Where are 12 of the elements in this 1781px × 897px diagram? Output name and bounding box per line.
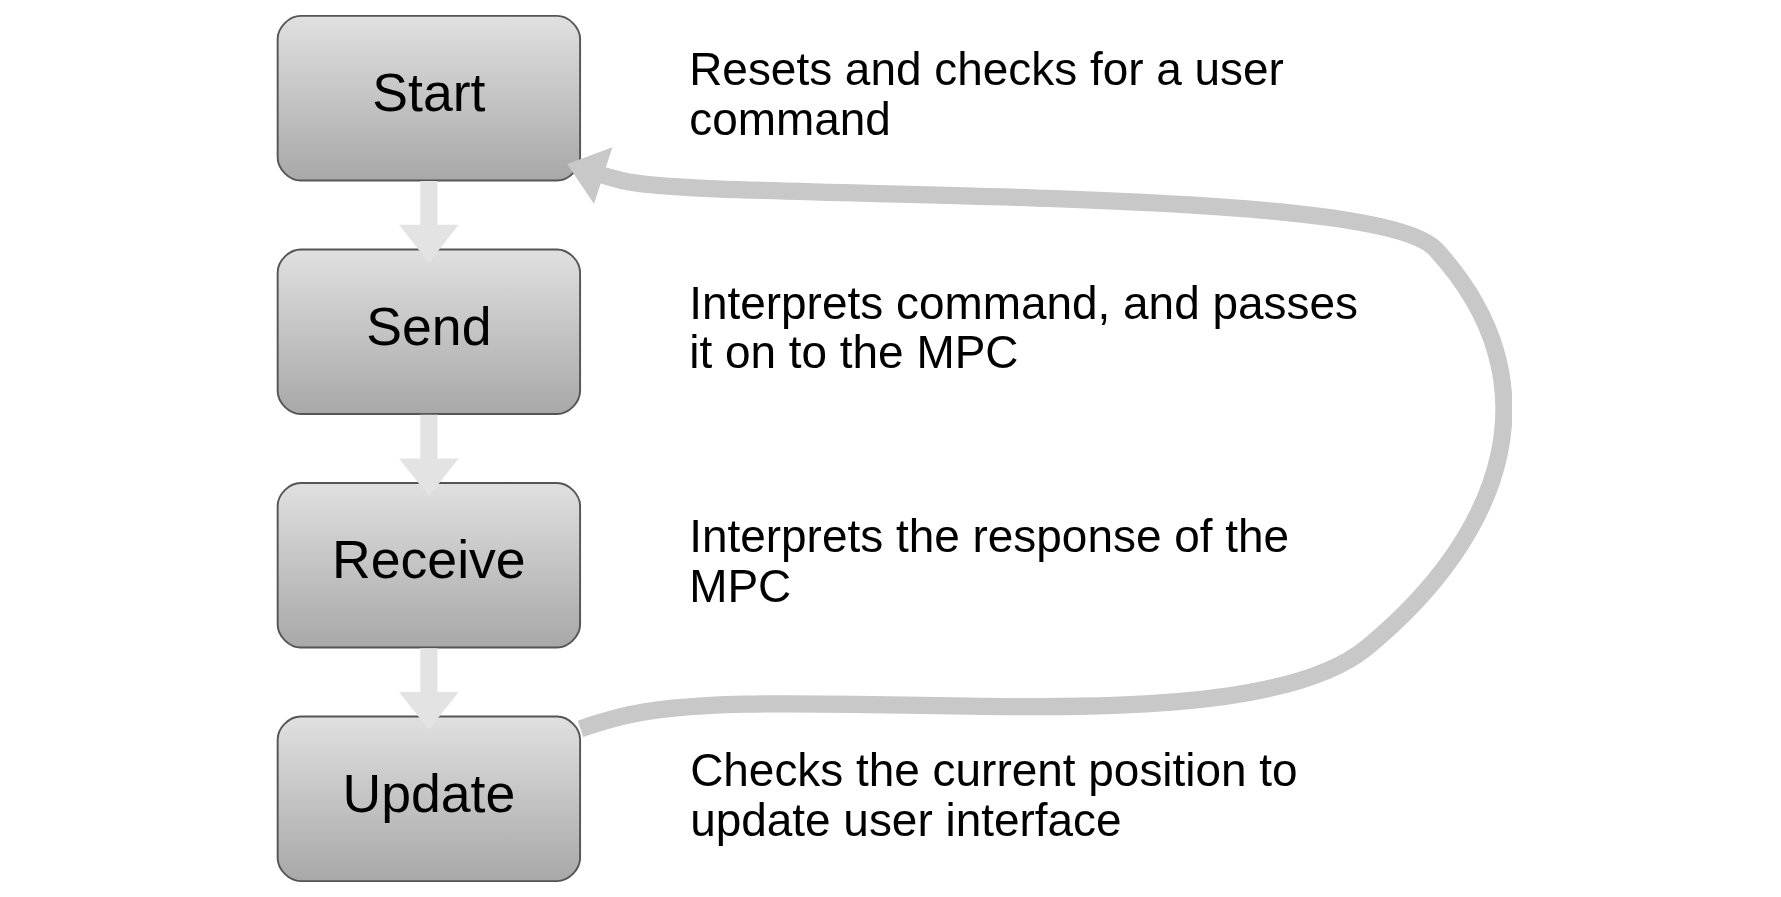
node-label: Resets and checks for a user command: [688, 43, 1284, 145]
node-box: Send: [276, 248, 581, 415]
arrow: [398, 648, 459, 730]
arrow: [398, 414, 459, 497]
node-box: Update: [276, 715, 581, 883]
node-label: Interprets the response of the MPC: [688, 510, 1289, 613]
arrow: [398, 181, 459, 263]
arrow: [566, 147, 1512, 738]
node-label: Checks the current position to update user interface: [689, 743, 1298, 846]
node-box: Start: [276, 14, 581, 182]
node-box: Receive: [276, 482, 581, 649]
node-label: Interprets command, and passes it on to the MPC: [688, 276, 1358, 379]
